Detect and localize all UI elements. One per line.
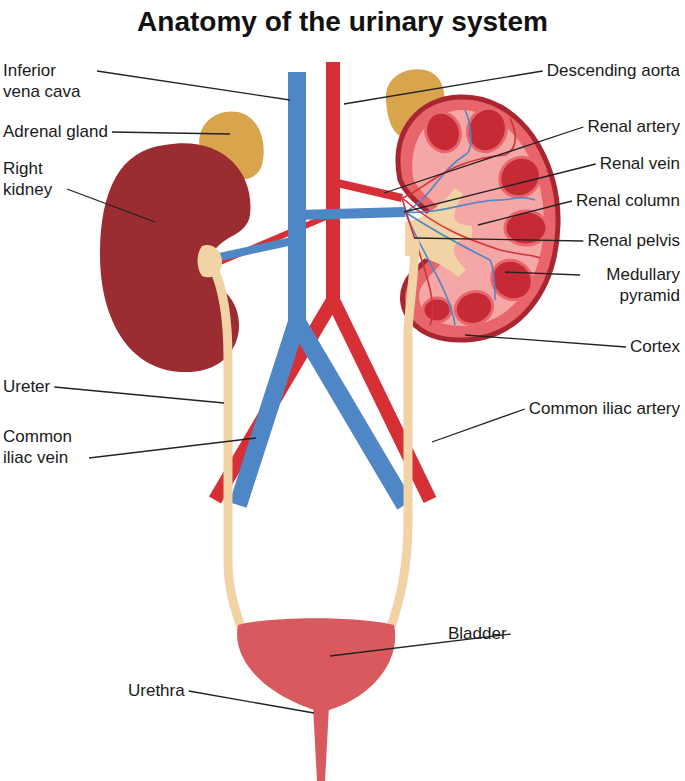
arteries xyxy=(215,62,430,500)
part-label: Descending aorta xyxy=(547,60,680,81)
urethra xyxy=(313,706,329,781)
part-label: Renal pelvis xyxy=(587,230,680,251)
leader-line xyxy=(54,387,224,403)
leader-line xyxy=(344,71,543,104)
part-label: Inferior vena cava xyxy=(3,60,93,102)
part-label: Cortex xyxy=(630,336,680,357)
part-label: Common iliac vein xyxy=(3,426,85,468)
leader-line xyxy=(465,335,626,347)
part-label: Medullary pyramid xyxy=(584,264,680,306)
part-label: Renal artery xyxy=(587,116,680,137)
renal-vessels xyxy=(402,110,540,325)
leader-line xyxy=(414,238,583,241)
leader-line xyxy=(505,272,580,275)
part-label: Urethra xyxy=(128,680,185,701)
diagram-title: Anatomy of the urinary system xyxy=(0,6,685,38)
leader-line xyxy=(89,438,256,458)
leader-line xyxy=(432,409,525,442)
part-label: Common iliac artery xyxy=(529,398,680,419)
leader-line xyxy=(112,132,230,134)
leader-line xyxy=(67,189,155,222)
left-kidney xyxy=(398,97,558,340)
leader-lines xyxy=(54,71,626,713)
leader-line xyxy=(404,164,596,212)
part-label: Renal column xyxy=(576,190,680,211)
bladder xyxy=(237,618,395,712)
ureters xyxy=(212,242,415,630)
part-label: Bladder xyxy=(448,623,507,644)
leader-line xyxy=(97,71,290,100)
part-label: Adrenal gland xyxy=(3,121,108,142)
part-label: Renal vein xyxy=(600,153,680,174)
part-label: Ureter xyxy=(3,376,50,397)
leader-line xyxy=(384,127,583,193)
leader-line xyxy=(478,201,572,225)
leader-line xyxy=(189,691,314,713)
part-label: Right kidney xyxy=(3,158,63,200)
